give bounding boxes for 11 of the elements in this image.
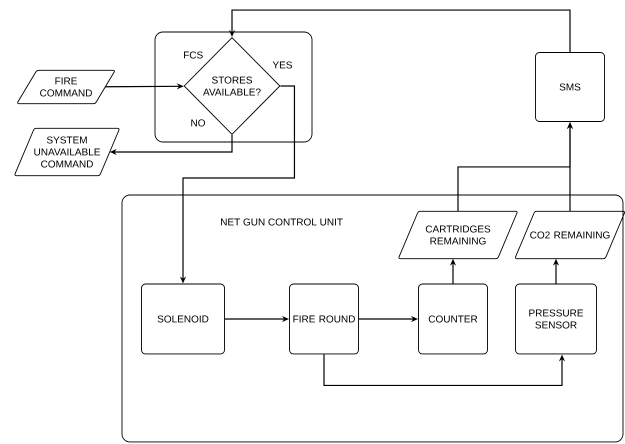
process-box: SMS — [535, 52, 605, 122]
process-box: FIRE ROUND — [289, 284, 359, 354]
output-parallelogram: SYSTEM UNAVAILABLE COMMAND — [14, 128, 120, 176]
process-box: COUNTER — [418, 284, 488, 354]
output-parallelogram: CARTRIDGES REMAINING — [398, 210, 518, 260]
edge-label: YES — [271, 60, 294, 70]
process-box: SOLENOID — [141, 284, 225, 354]
process-box: PRESSURE SENSOR — [515, 284, 597, 354]
output-parallelogram: CO2 REMAINING — [514, 210, 625, 260]
edge-label: NO — [190, 118, 206, 128]
input-parallelogram: FIRE COMMAND — [17, 70, 115, 104]
